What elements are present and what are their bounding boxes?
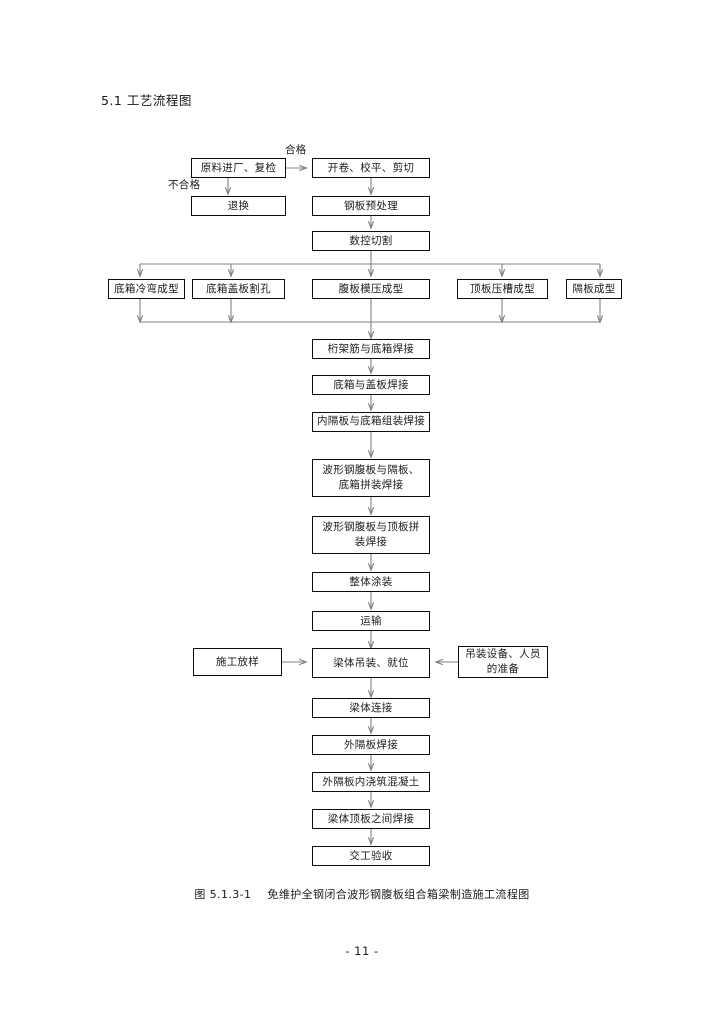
node-label: 开卷、校平、剪切 — [327, 161, 415, 174]
page-title: 5.1 工艺流程图 — [101, 93, 192, 108]
node-label: 底箱与盖板焊接 — [333, 378, 409, 391]
page-number: - 11 - — [345, 944, 379, 958]
node-label: 隔板成型 — [572, 282, 616, 295]
node-bottom-box-cold-bending: 底箱冷弯成型 — [108, 279, 185, 299]
edge-label-unqualified: 不合格 — [168, 179, 201, 191]
node-label: 波形钢腹板与隔板、 底箱拼装焊接 — [322, 464, 420, 491]
node-diaphragm-forming: 隔板成型 — [566, 279, 622, 299]
node-label: 钢板预处理 — [344, 199, 398, 212]
node-label: 退换 — [227, 199, 250, 212]
node-truss-bar-bottom-box-welding: 桁架筋与底箱焊接 — [312, 339, 430, 359]
node-label: 外隔板内浇筑混凝土 — [322, 775, 420, 788]
edge-label-qualified: 合格 — [285, 144, 307, 156]
node-label: 底箱盖板割孔 — [206, 282, 271, 295]
node-beam-hoisting-positioning: 梁体吊装、就位 — [312, 648, 430, 678]
node-beam-connection: 梁体连接 — [312, 698, 430, 718]
node-transport: 运输 — [312, 611, 430, 631]
node-label: 桁架筋与底箱焊接 — [327, 342, 415, 355]
node-label: 底箱冷弯成型 — [114, 282, 179, 295]
node-label: 外隔板焊接 — [344, 738, 398, 751]
node-raw-material-inspection: 原料进厂、复检 — [191, 158, 286, 178]
node-label: 内隔板与底箱组装焊接 — [317, 415, 425, 427]
flowchart-connectors — [0, 0, 724, 900]
node-outer-diaphragm-welding: 外隔板焊接 — [312, 735, 430, 755]
node-label: 整体涂装 — [349, 575, 393, 588]
node-label: 数控切割 — [349, 234, 393, 247]
node-label: 梁体吊装、就位 — [333, 656, 409, 669]
node-uncoiling-leveling-shearing: 开卷、校平、剪切 — [312, 158, 430, 178]
node-label: 交工验收 — [349, 849, 393, 862]
node-label: 梁体连接 — [349, 701, 393, 714]
node-return-exchange: 退换 — [191, 196, 286, 216]
node-corrugated-web-top-plate-welding: 波形钢腹板与顶板拼 装焊接 — [312, 516, 430, 554]
figure-caption: 图 5.1.3-1 免维护全钢闭合波形钢腹板组合箱梁制造施工流程图 — [0, 886, 724, 902]
node-outer-diaphragm-concrete-pouring: 外隔板内浇筑混凝土 — [312, 772, 430, 792]
node-bottom-box-cover-hole-cutting: 底箱盖板割孔 — [192, 279, 285, 299]
node-label: 波形钢腹板与顶板拼 装焊接 — [322, 521, 420, 548]
node-label: 梁体顶板之间焊接 — [327, 812, 415, 825]
node-construction-setting-out: 施工放样 — [193, 648, 282, 676]
node-label: 施工放样 — [215, 655, 260, 668]
node-corrugated-web-diaphragm-bottom-welding: 波形钢腹板与隔板、 底箱拼装焊接 — [312, 459, 430, 497]
node-label: 吊装设备、人员 的准备 — [465, 648, 541, 675]
node-overall-coating: 整体涂装 — [312, 572, 430, 592]
node-label: 腹板模压成型 — [338, 282, 404, 295]
node-web-press-forming: 腹板模压成型 — [312, 279, 430, 299]
process-flowchart: 原料进厂、复检 开卷、校平、剪切 合格 不合格 退换 钢板预处理 数控切割 底箱… — [0, 0, 724, 900]
node-inner-diaphragm-assembly-welding: 内隔板与底箱组装焊接 — [312, 412, 430, 432]
node-hoisting-equipment-personnel-preparation: 吊装设备、人员 的准备 — [458, 646, 548, 678]
node-top-plate-groove-forming: 顶板压槽成型 — [457, 279, 548, 299]
node-label: 顶板压槽成型 — [470, 282, 535, 295]
figure-number: 图 5.1.3-1 — [194, 888, 252, 901]
node-beam-top-plate-welding: 梁体顶板之间焊接 — [312, 809, 430, 829]
node-steel-plate-pretreatment: 钢板预处理 — [312, 196, 430, 216]
node-handover-acceptance: 交工验收 — [312, 846, 430, 866]
node-cnc-cutting: 数控切割 — [312, 231, 430, 251]
figure-caption-text: 免维护全钢闭合波形钢腹板组合箱梁制造施工流程图 — [267, 888, 530, 901]
node-bottom-box-cover-welding: 底箱与盖板焊接 — [312, 375, 430, 395]
node-label: 运输 — [360, 614, 382, 627]
node-label: 原料进厂、复检 — [200, 161, 277, 174]
